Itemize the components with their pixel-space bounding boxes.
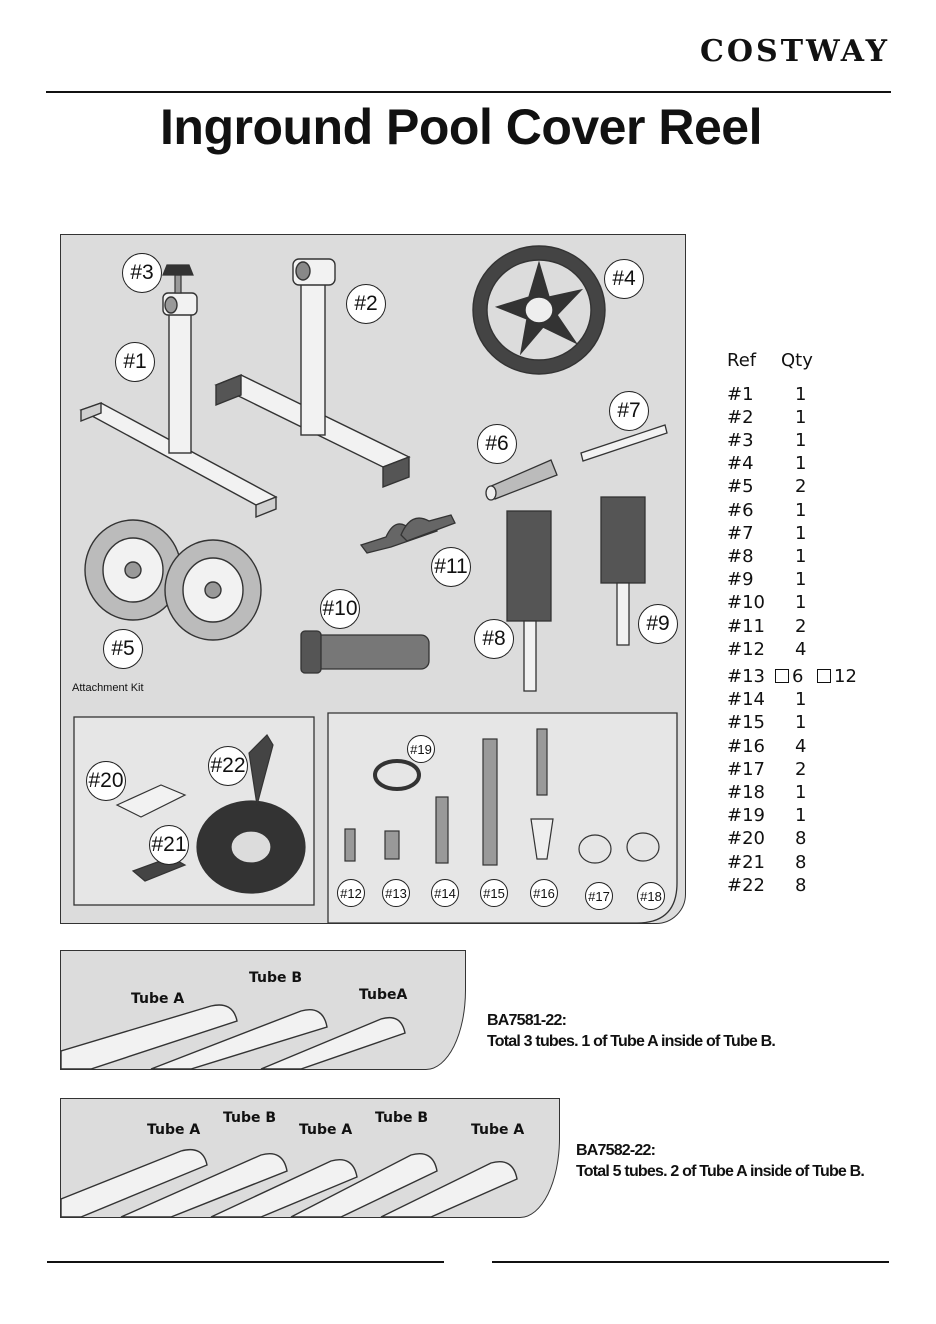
badge-part-4: #4 [604,259,644,299]
fasteners-12-to-18 [344,728,660,866]
badge-part-12: #12 [337,879,365,907]
tube-label: TubeA [359,987,408,1003]
model-code-2: BA7582-22: [576,1142,656,1159]
knob-part-3 [162,264,194,294]
badge-part-9: #9 [638,604,678,644]
model-description-1: Total 3 tubes. 1 of Tube A inside of Tub… [487,1033,776,1050]
badge-part-2: #2 [346,284,386,324]
model-description-2: Total 5 tubes. 2 of Tube A inside of Tub… [576,1163,865,1180]
ring-part-19 [373,759,421,791]
tube-label: Tube A [131,991,185,1007]
badge-part-19: #19 [407,735,435,763]
brand-logo: COSTWAY [700,34,890,69]
badge-part-17: #17 [585,882,613,910]
rod-part-7 [580,424,668,462]
badge-part-18: #18 [637,882,665,910]
badge-part-1: #1 [115,342,155,382]
drum-part-8 [506,510,552,692]
tube-label: Tube A [471,1122,525,1138]
badge-part-5: #5 [103,629,143,669]
wheel-part-4 [472,245,606,375]
stand-part-2 [214,258,411,489]
parts-diagram-panel: #3 #2 #4 #1 #7 #6 #11 #10 #9 #8 #5 #19 #… [60,234,686,924]
badge-part-21: #21 [149,825,189,865]
tube-label: Tube A [147,1122,201,1138]
badge-part-6: #6 [477,424,517,464]
tube-set-2-panel: Tube A Tube B Tube A Tube B Tube A [60,1098,560,1218]
handle-part-6 [485,459,558,501]
model-code-1: BA7581-22: [487,1012,567,1029]
header-rule [46,91,891,93]
badge-part-7: #7 [609,391,649,431]
tube-label: Tube B [375,1110,429,1126]
qty-option: 6 [775,666,803,687]
badge-part-8: #8 [474,619,514,659]
attachment-kit-label: Attachment Kit [72,682,144,694]
tube-set-1-panel: Tube A Tube B TubeA [60,950,466,1070]
footer-rule-left [47,1261,444,1263]
badge-part-14: #14 [431,879,459,907]
badge-part-15: #15 [480,879,508,907]
tube-part-10 [300,630,430,674]
qty-checkbox[interactable] [775,669,789,683]
col-ref-header: Ref [727,350,757,371]
badge-part-22: #22 [208,746,248,786]
drum-part-9 [600,496,646,646]
badge-part-10: #10 [320,589,360,629]
footer-rule-right [492,1261,889,1263]
badge-part-16: #16 [530,879,558,907]
col-qty-header: Qty [781,350,813,371]
page-title: Inground Pool Cover Reel [160,99,762,155]
qty-checkbox[interactable] [817,669,831,683]
badge-part-13: #13 [382,879,410,907]
badge-part-3: #3 [122,253,162,293]
tube-set-1-illustration [61,1004,406,1070]
tube-label: Tube B [223,1110,277,1126]
wheels-part-5 [84,519,262,641]
tube-set-2-illustration [61,1148,518,1218]
tube-label: Tube B [249,970,303,986]
qty-option: 12 [817,666,857,687]
brackets-part-11 [359,514,456,554]
badge-part-11: #11 [431,547,471,587]
stand-part-1 [79,292,278,519]
parts-illustration [73,245,678,924]
tube-label: Tube A [299,1122,353,1138]
badge-part-20: #20 [86,761,126,801]
